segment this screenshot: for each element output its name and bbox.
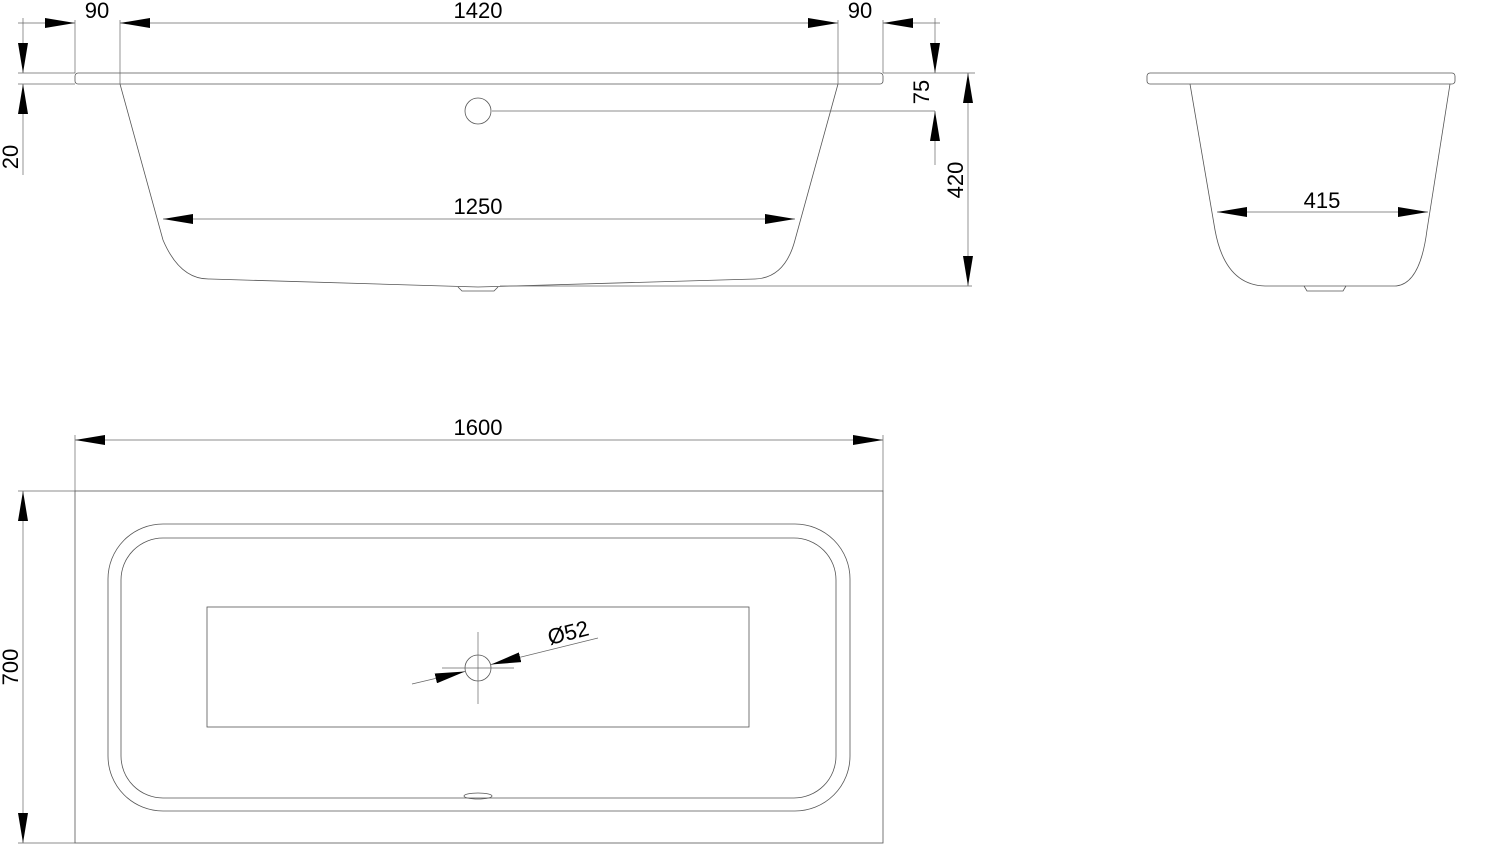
dim-drain: Ø52 [545,616,591,650]
front-rim [74,72,884,85]
dim-width: 700 [0,649,23,686]
dim-bottom: 1250 [454,194,503,219]
side-rim [1146,72,1456,85]
dim-overflow: 75 [909,80,934,104]
front-tub-body [119,83,839,288]
top-outline [74,490,884,844]
top-basin [120,537,837,799]
dim-inner-top: 1420 [454,0,503,23]
top-flat-bottom [206,606,750,728]
dim-bottom-width: 415 [1304,188,1341,213]
top-inner-outline [107,523,851,812]
side-view: 415 [1146,72,1456,292]
side-tub-body [1189,83,1451,287]
dim-right-rim: 90 [848,0,872,23]
overflow-top [463,792,493,800]
top-view: 1600 700 Ø52 [0,415,884,844]
dim-length: 1600 [454,415,503,440]
front-drain [457,286,499,292]
dim-rim-thickness: 20 [0,145,23,169]
overflow-hole [464,97,492,125]
dim-height: 420 [943,162,968,199]
dim-left-rim: 90 [85,0,109,23]
front-view: 90 1420 90 20 75 420 1250 [0,0,975,292]
